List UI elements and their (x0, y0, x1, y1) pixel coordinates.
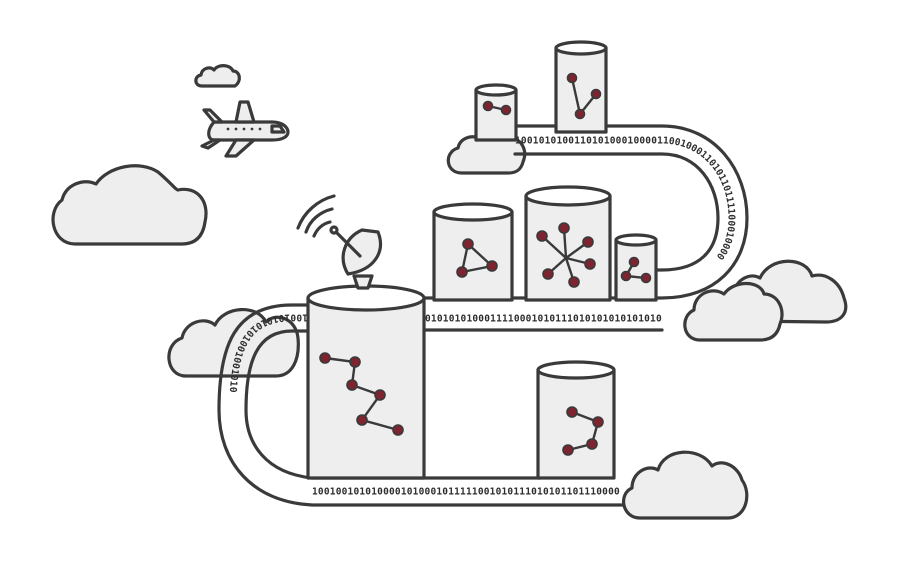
database-cylinder (554, 40, 608, 134)
small-graph (620, 256, 652, 284)
small-graph (566, 72, 602, 120)
cloud-icon (167, 307, 300, 378)
database-cylinder-large (306, 284, 426, 480)
cloud-icon (622, 450, 749, 520)
cloud-icon (683, 281, 784, 342)
star-graph (536, 222, 596, 288)
small-graph (482, 100, 512, 116)
airplane-icon (200, 100, 290, 158)
cloud-icon (194, 64, 241, 88)
constellation-graph (319, 352, 404, 436)
binary-text: 1001001010100001010001011111001010111010… (312, 487, 620, 498)
database-cylinder (432, 202, 514, 302)
database-cylinder (536, 360, 616, 480)
satellite-dish-icon (296, 194, 383, 290)
database-cylinder (524, 185, 612, 302)
zigzag-graph (562, 406, 604, 456)
triangle-graph (456, 238, 498, 278)
database-cylinder (614, 233, 658, 302)
cloud-icon (51, 164, 208, 246)
